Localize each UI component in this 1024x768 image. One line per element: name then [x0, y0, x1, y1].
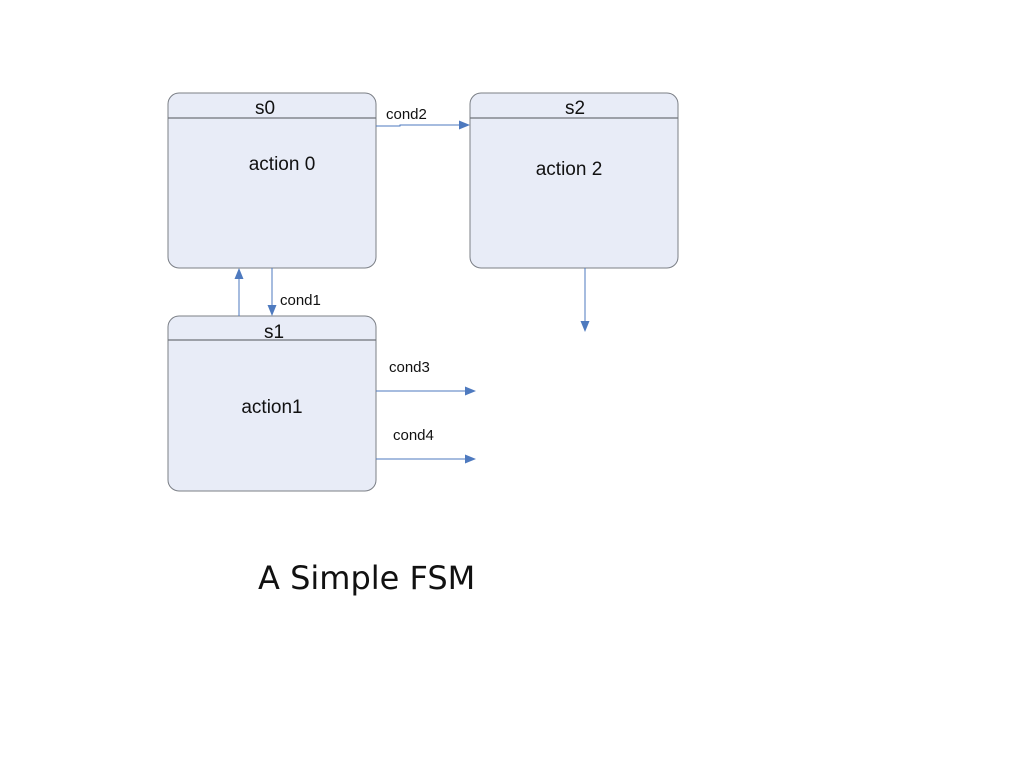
state-s2-box	[469, 92, 679, 269]
state-s2[interactable]: s2 action 2	[469, 92, 679, 269]
transition-cond3-arrowhead	[465, 386, 476, 396]
transition-cond4[interactable]: cond4	[376, 427, 476, 464]
diagram-title: A Simple FSM	[258, 559, 475, 597]
state-s1-name: s1	[264, 322, 284, 343]
transition-cond2-line	[376, 124, 461, 127]
state-s1-action: action1	[241, 397, 302, 418]
state-s0[interactable]: s0 action 0	[167, 92, 377, 269]
transition-cond2-arrowhead	[459, 120, 470, 130]
transition-cond3-label: cond3	[389, 359, 430, 376]
transition-cond4-label: cond4	[393, 427, 434, 444]
state-s0-name: s0	[255, 98, 275, 119]
transition-s2-out[interactable]	[580, 268, 590, 332]
transition-cond1-arrowhead	[267, 305, 277, 316]
transition-s1-to-s0[interactable]	[234, 268, 244, 316]
state-s2-name: s2	[565, 98, 585, 119]
state-s1[interactable]: s1 action1	[167, 315, 377, 492]
transition-cond2-label: cond2	[386, 106, 427, 123]
transition-s2-out-arrowhead	[580, 321, 590, 332]
transition-cond4-arrowhead	[465, 454, 476, 464]
state-s0-box	[167, 92, 377, 269]
transition-cond1-label: cond1	[280, 292, 321, 309]
state-s2-action: action 2	[536, 159, 603, 180]
state-s0-action: action 0	[249, 154, 316, 175]
transition-s1-to-s0-arrowhead	[234, 268, 244, 279]
transition-cond1[interactable]: cond1	[267, 268, 321, 316]
transition-cond3[interactable]: cond3	[376, 359, 476, 396]
transition-cond2[interactable]: cond2	[376, 106, 470, 130]
